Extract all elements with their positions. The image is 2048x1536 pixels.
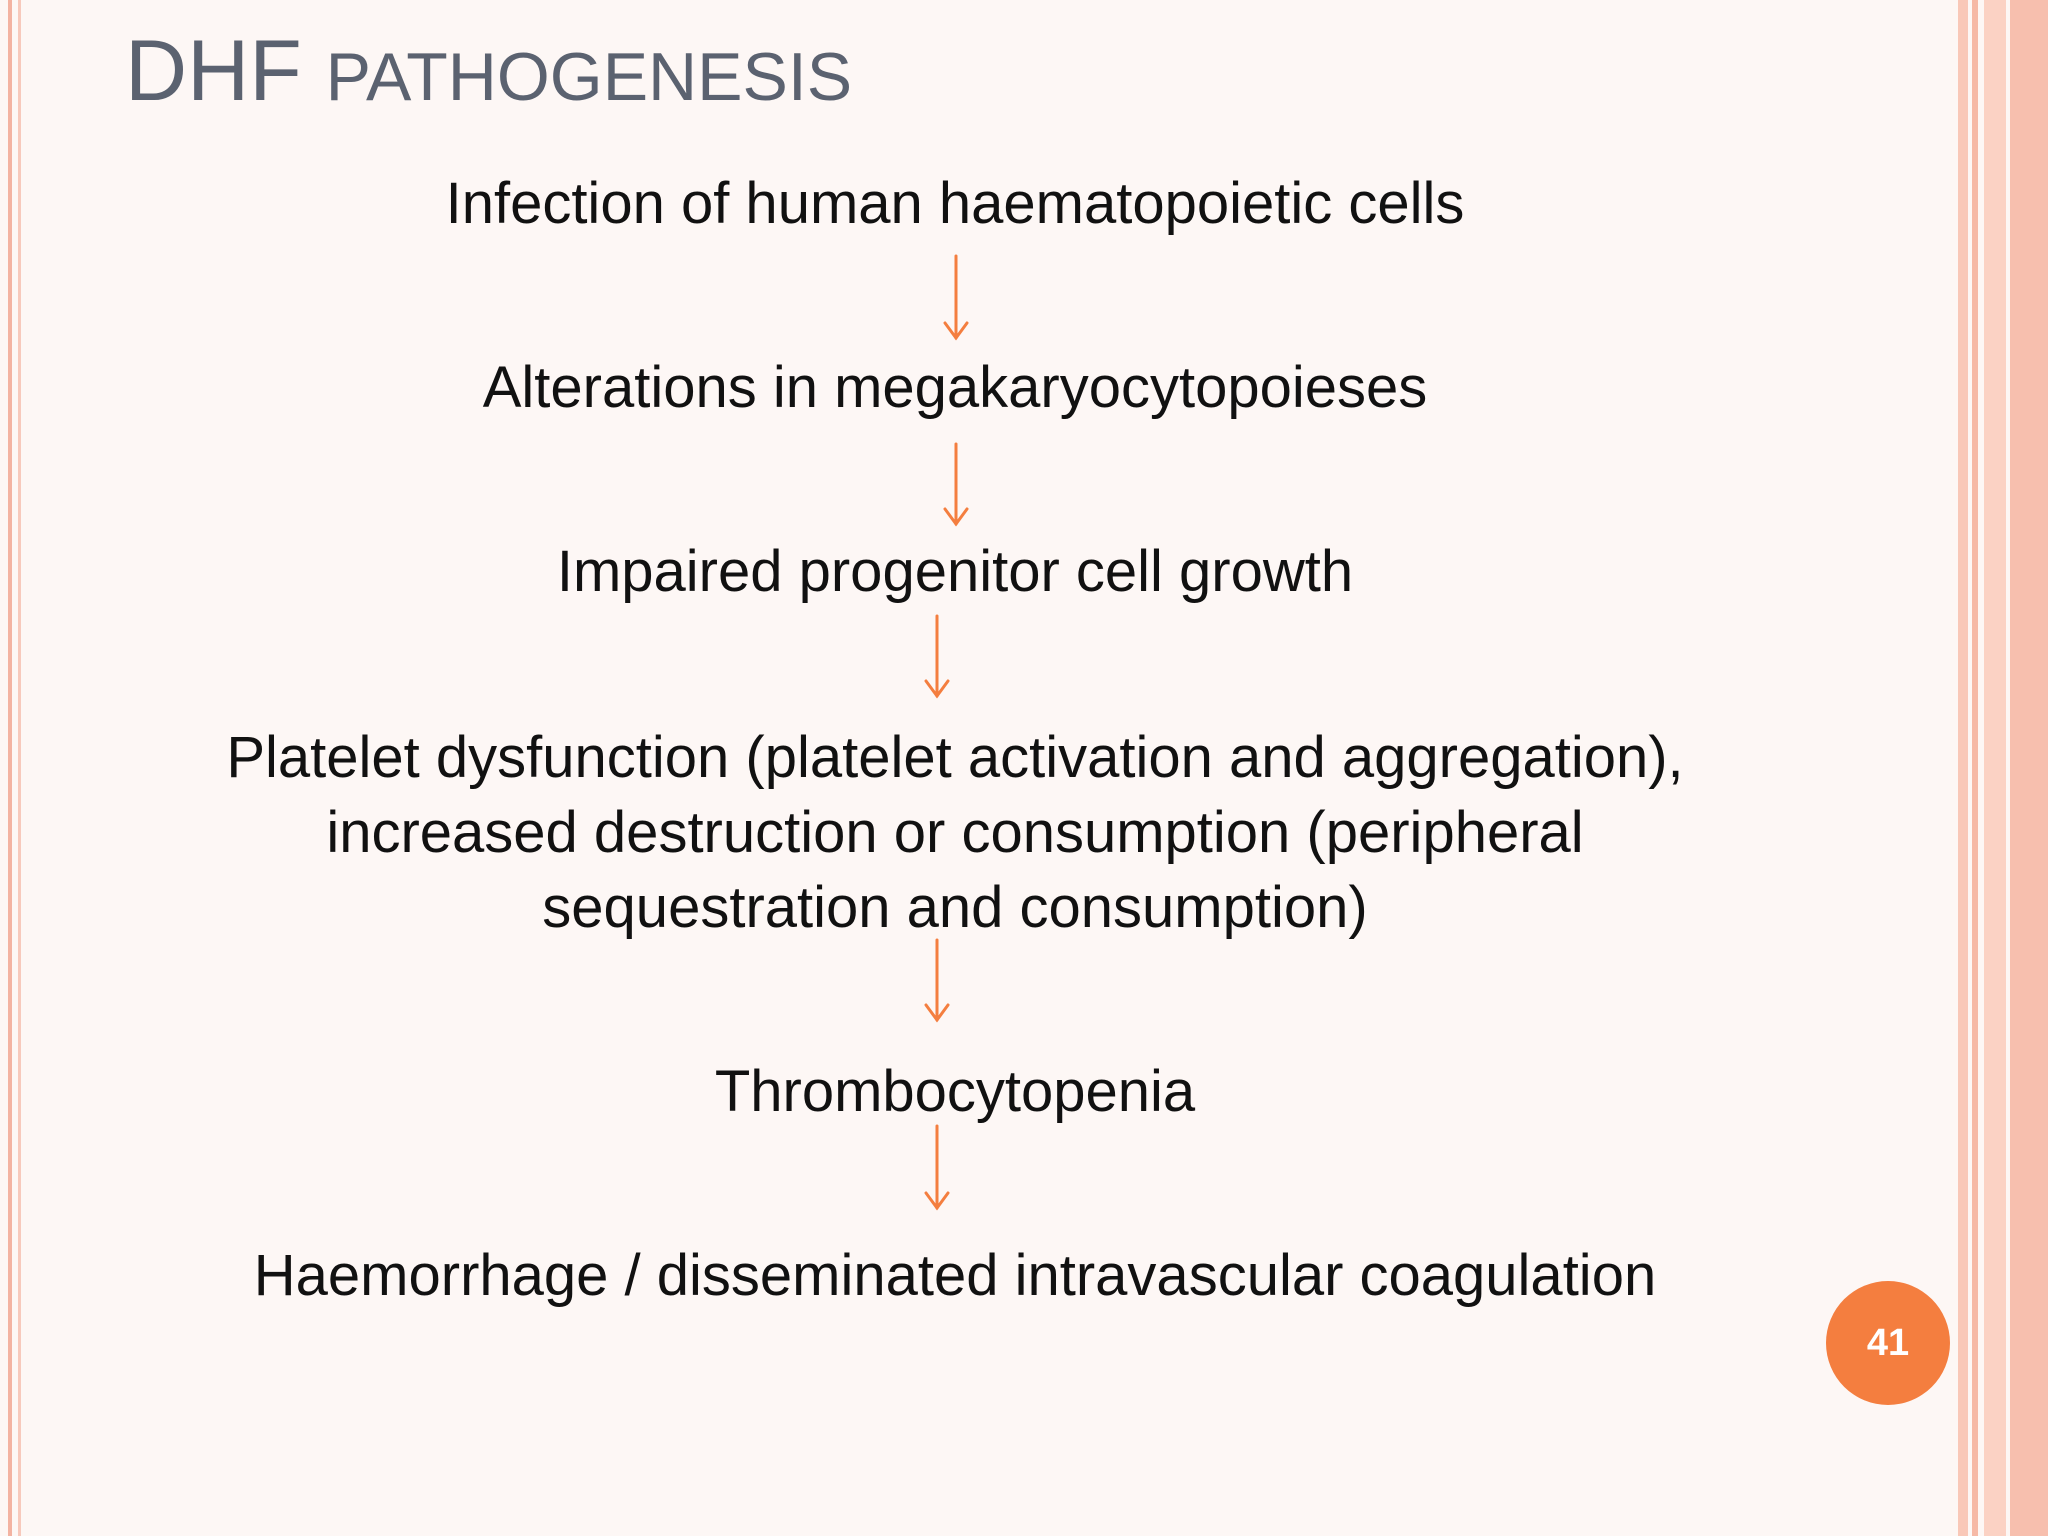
flow-step-line: Infection of human haematopoietic cells bbox=[445, 171, 1465, 236]
flow-step-line: Haemorrhage / disseminated intravascular… bbox=[253, 1243, 1657, 1308]
left-border-line-inner bbox=[18, 0, 21, 1536]
flow-step-line: increased destruction or consumption (pe… bbox=[326, 800, 1584, 865]
flow-step-line: Platelet dysfunction (platelet activatio… bbox=[226, 725, 1684, 790]
left-border-line bbox=[8, 0, 12, 1536]
title-lead: DHF bbox=[125, 23, 302, 119]
right-border-stripe bbox=[1984, 0, 2006, 1536]
right-border-stripe bbox=[1972, 0, 1978, 1536]
arrow-head bbox=[924, 1191, 950, 1211]
flow-step-line: Alterations in megakaryocytopoieses bbox=[482, 355, 1428, 420]
right-border-stripe bbox=[1958, 0, 1968, 1536]
arrow-head bbox=[943, 507, 969, 527]
arrow-head bbox=[924, 1003, 950, 1023]
arrow-head bbox=[943, 321, 969, 341]
slide-title: DHF PATHOGENESIS bbox=[125, 22, 852, 121]
flow-step-megakaryocytopoieses: Alterations in megakaryocytopoieses bbox=[120, 350, 1790, 425]
flow-step-thrombocytopenia: Thrombocytopenia bbox=[120, 1054, 1790, 1129]
flow-step-line: sequestration and consumption) bbox=[542, 875, 1368, 940]
flow-step-impaired-growth: Impaired progenitor cell growth bbox=[120, 534, 1790, 609]
flow-step-haemorrhage: Haemorrhage / disseminated intravascular… bbox=[120, 1238, 1790, 1313]
flow-step-infection: Infection of human haematopoietic cells bbox=[120, 166, 1790, 241]
flow-step-platelet-dysfunction: Platelet dysfunction (platelet activatio… bbox=[120, 720, 1790, 945]
arrow-head bbox=[924, 679, 950, 699]
flow-step-line: Impaired progenitor cell growth bbox=[556, 539, 1354, 604]
right-border-stripe bbox=[2010, 0, 2048, 1536]
page-number-badge: 41 bbox=[1826, 1281, 1950, 1405]
title-rest: PATHOGENESIS bbox=[325, 39, 853, 115]
flow-step-line: Thrombocytopenia bbox=[714, 1059, 1196, 1124]
